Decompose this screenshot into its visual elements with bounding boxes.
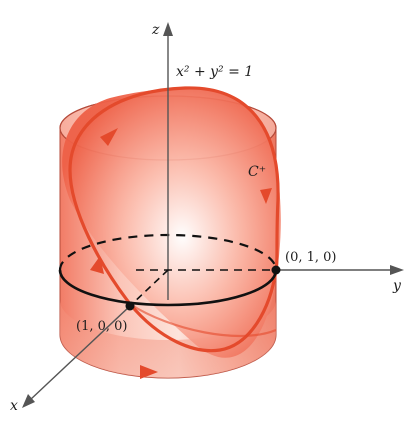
cylinder-bottom-shade bbox=[60, 300, 276, 378]
surface-equation-label: x² + y² = 1 bbox=[176, 64, 253, 80]
curve-arrow-bottom bbox=[140, 365, 158, 379]
point-0-1-0 bbox=[271, 265, 281, 275]
x-axis-line bbox=[29, 305, 131, 401]
curve-arrow-upper-left bbox=[100, 128, 118, 146]
curve-c-plus bbox=[68, 86, 280, 353]
point-1-0-0-label: (1, 0, 0) bbox=[76, 319, 128, 334]
unit-circle-front bbox=[58, 269, 278, 307]
curve-c-plus-front bbox=[129, 303, 277, 337]
curve-arrow-lower-left bbox=[90, 256, 104, 274]
y-axis-label: y bbox=[392, 278, 402, 294]
x-axis-dashed bbox=[129, 269, 169, 307]
inner-ellipse-surface bbox=[62, 88, 281, 358]
x-axis-label: x bbox=[10, 398, 18, 414]
x-axis-arrow bbox=[22, 394, 35, 408]
y-axis-arrow bbox=[390, 265, 404, 275]
z-axis-arrow bbox=[163, 22, 173, 36]
curve-label: C⁺ bbox=[248, 164, 266, 180]
point-1-0-0 bbox=[125, 301, 135, 311]
curve-arrow-upper-right bbox=[260, 188, 272, 204]
z-axis-label: z bbox=[151, 22, 160, 38]
point-0-1-0-label: (0, 1, 0) bbox=[285, 250, 337, 265]
